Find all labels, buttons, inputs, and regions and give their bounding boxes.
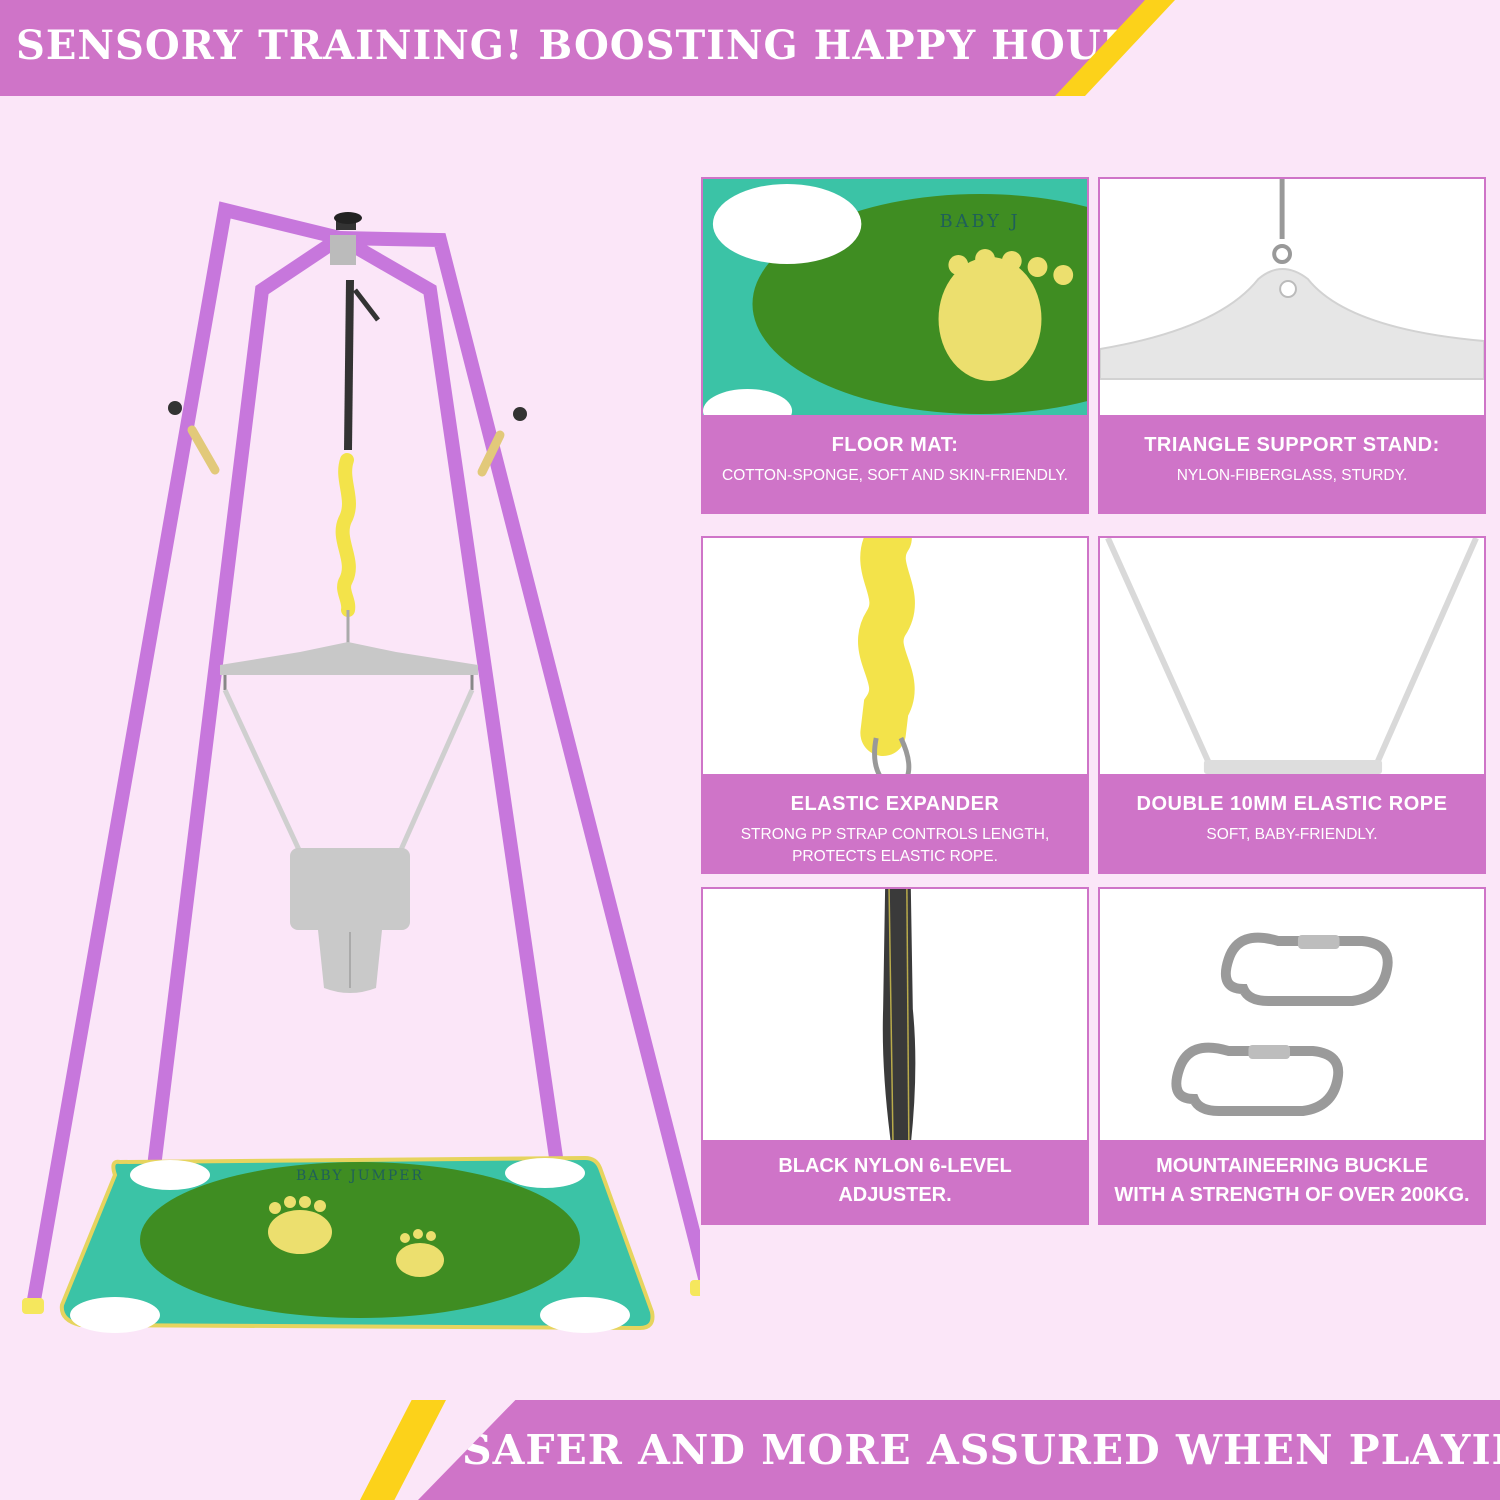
nylon-adjuster-photo <box>703 889 1087 1144</box>
top-headline: SENSORY TRAINING! BOOSTING HAPPY HOUR <box>16 22 1136 69</box>
top-banner: SENSORY TRAINING! BOOSTING HAPPY HOUR <box>0 0 1150 96</box>
buckle-title-line2: WITH A STRENGTH OF OVER 200KG. <box>1114 1184 1470 1206</box>
nylon-adjuster-title-line2: ADJUSTER. <box>838 1184 952 1206</box>
elastic-expander-desc: STRONG PP STRAP CONTROLS LENGTH, PROTECT… <box>740 826 1050 865</box>
buckle-photo <box>1100 889 1484 1144</box>
frame-braces <box>187 425 505 477</box>
elastic-expander-title: ELASTIC EXPANDER <box>790 793 1000 815</box>
mat-text: BABY JUMPER <box>296 1168 424 1184</box>
nylon-adjuster-title-line1: BLACK NYLON 6-LEVEL <box>778 1155 1012 1177</box>
elastic-rope-title: DOUBLE 10MM ELASTIC ROPE <box>1136 793 1448 815</box>
feature-card-elastic-expander: ELASTIC EXPANDER STRONG PP STRAP CONTROL… <box>701 536 1089 874</box>
support-frame <box>27 201 713 1307</box>
product-illustration: BABY JUMPER <box>0 180 713 1360</box>
floor-mat-title: FLOOR MAT: <box>831 434 959 456</box>
bottom-banner: SAFER AND MORE ASSURED WHEN PLAYING <box>418 1400 1500 1500</box>
feature-card-triangle-stand: TRIANGLE SUPPORT STAND: NYLON-FIBERGLASS… <box>1098 177 1486 514</box>
feature-card-nylon-adjuster: BLACK NYLON 6-LEVEL ADJUSTER. <box>701 887 1089 1225</box>
elastic-rope-label: DOUBLE 10MM ELASTIC ROPE SOFT, BABY-FRIE… <box>1100 774 1484 872</box>
floor-mat: BABY JUMPER <box>59 1155 655 1333</box>
buckle-label: MOUNTAINEERING BUCKLE WITH A STRENGTH OF… <box>1100 1140 1484 1223</box>
triangle-stand-title: TRIANGLE SUPPORT STAND: <box>1144 434 1440 456</box>
feature-card-buckle: MOUNTAINEERING BUCKLE WITH A STRENGTH OF… <box>1098 887 1486 1225</box>
bottom-headline: SAFER AND MORE ASSURED WHEN PLAYING <box>462 1426 1500 1474</box>
floor-mat-desc: COTTON-SPONGE, SOFT AND SKIN-FRIENDLY. <box>722 467 1068 484</box>
floor-mat-label: FLOOR MAT: COTTON-SPONGE, SOFT AND SKIN-… <box>703 415 1087 512</box>
elastic-expander-photo <box>703 538 1087 778</box>
nylon-adjuster-label: BLACK NYLON 6-LEVEL ADJUSTER. <box>703 1140 1087 1223</box>
triangle-stand-photo <box>1100 179 1484 419</box>
floor-mat-photo: BABY J <box>703 179 1087 419</box>
elastic-rope-photo <box>1100 538 1484 778</box>
triangle-stand-label: TRIANGLE SUPPORT STAND: NYLON-FIBERGLASS… <box>1100 415 1484 512</box>
feature-card-floor-mat: BABY J FLOOR MAT: COTTON-SPONGE, SOFT AN… <box>701 177 1089 514</box>
buckle-title-line1: MOUNTAINEERING BUCKLE <box>1156 1155 1428 1177</box>
triangle-stand-desc: NYLON-FIBERGLASS, STURDY. <box>1176 467 1408 484</box>
feature-card-elastic-rope: DOUBLE 10MM ELASTIC ROPE SOFT, BABY-FRIE… <box>1098 536 1486 874</box>
elastic-rope-desc: SOFT, BABY-FRIENDLY. <box>1206 826 1378 843</box>
elastic-expander-label: ELASTIC EXPANDER STRONG PP STRAP CONTROL… <box>703 774 1087 872</box>
floor-mat-photo-text: BABY J <box>940 211 1021 232</box>
